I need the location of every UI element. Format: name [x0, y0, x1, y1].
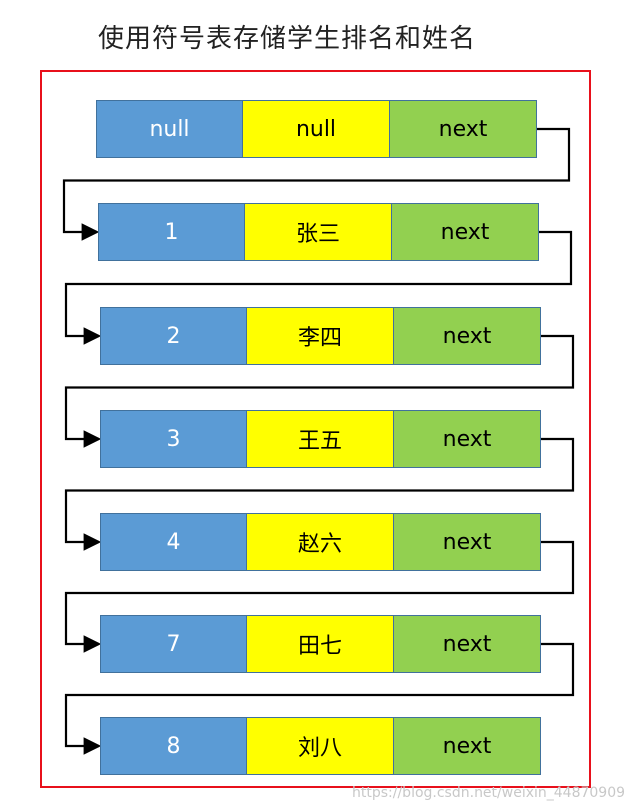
node-next-cell: next	[394, 615, 541, 673]
node-value-cell: 王五	[247, 410, 394, 468]
node-value-cell: 刘八	[247, 717, 394, 775]
node-key-cell: 8	[100, 717, 247, 775]
diagram-frame	[40, 70, 591, 788]
node-value-cell: 田七	[247, 615, 394, 673]
node-next-cell: next	[394, 513, 541, 571]
node-next-cell: next	[390, 100, 537, 158]
node-next-cell: next	[392, 203, 539, 261]
next-pointer-arrow	[64, 437, 575, 551]
node-next-cell: next	[394, 410, 541, 468]
watermark: https://blog.csdn.net/weixin_44870909	[352, 785, 626, 801]
next-pointer-arrow	[64, 334, 575, 448]
next-pointer-arrow	[64, 642, 575, 755]
node-next-cell: next	[394, 717, 541, 775]
node-key-cell: 1	[98, 203, 245, 261]
node-value-cell: 赵六	[247, 513, 394, 571]
next-pointer-arrow	[64, 230, 573, 345]
node-next-cell: next	[394, 307, 541, 365]
node-key-cell: 3	[100, 410, 247, 468]
next-pointer-arrow	[62, 127, 571, 241]
node-value-cell: 李四	[247, 307, 394, 365]
node-key-cell: 4	[100, 513, 247, 571]
node-key-cell: null	[96, 100, 243, 158]
node-key-cell: 2	[100, 307, 247, 365]
diagram-title: 使用符号表存储学生排名和姓名	[98, 24, 477, 54]
node-value-cell: 张三	[245, 203, 392, 261]
node-key-cell: 7	[100, 615, 247, 673]
next-pointer-arrow	[64, 540, 575, 653]
node-value-cell: null	[243, 100, 390, 158]
